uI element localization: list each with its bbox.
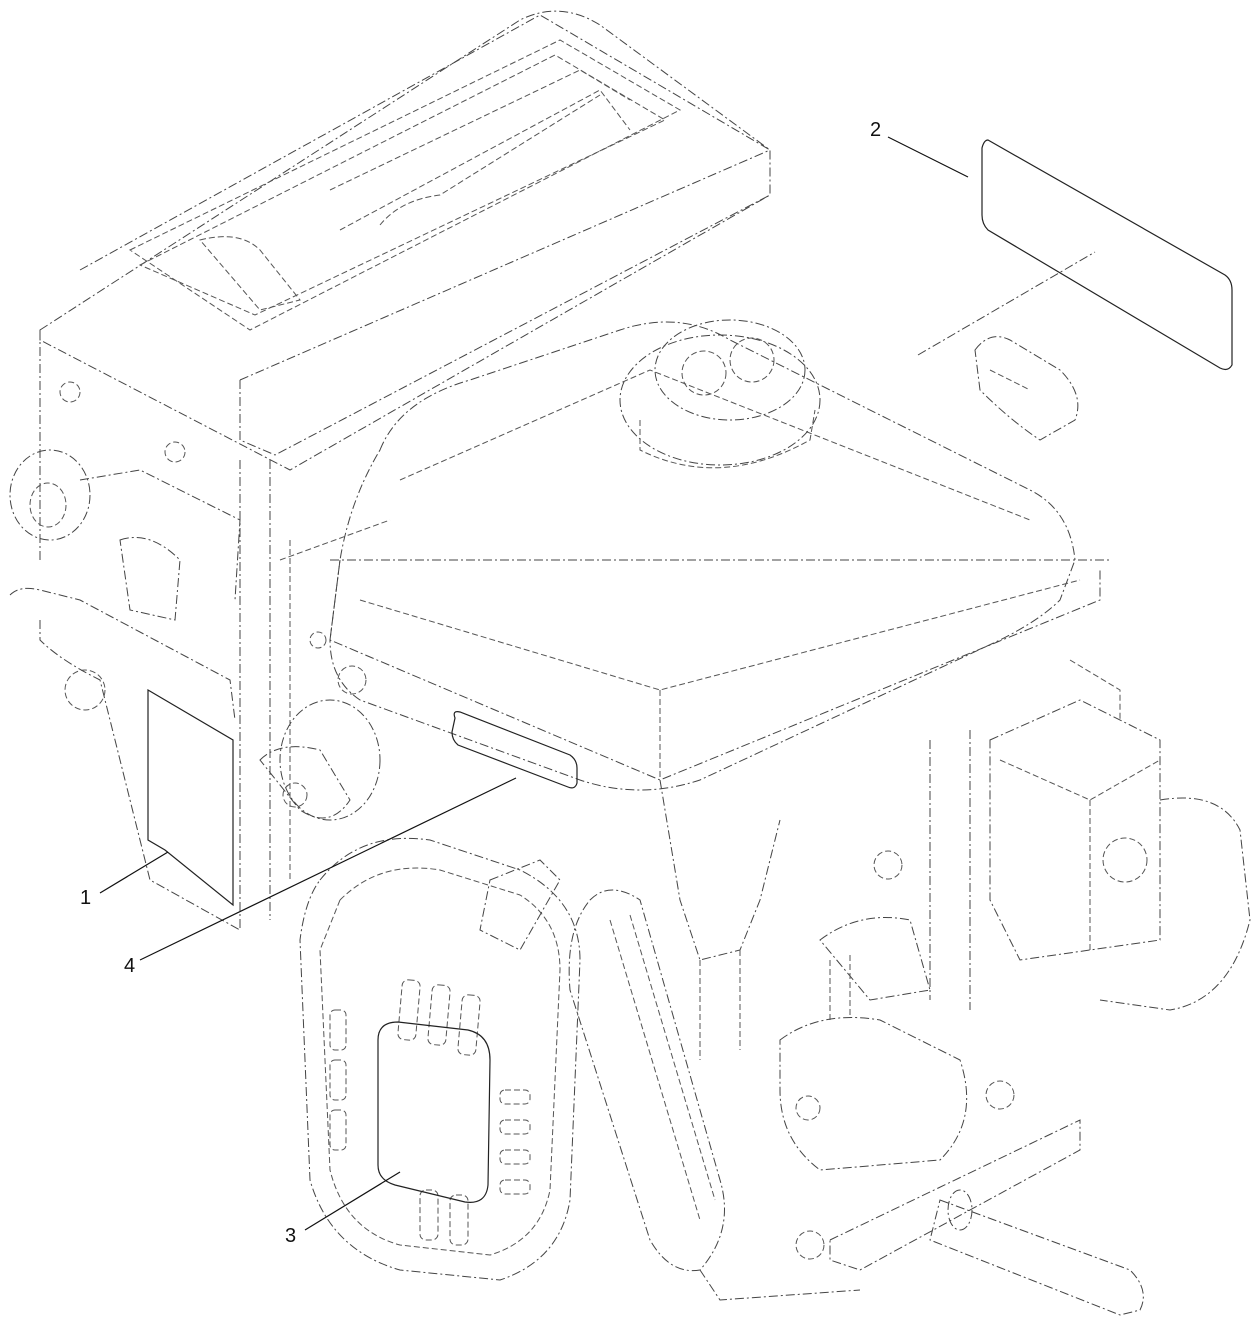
oil-filler-knob [974,336,1079,441]
callout-1: 1 [80,887,92,909]
leader-line-2-projection [917,251,1096,356]
leader-lines [99,136,1096,1231]
decal-4 [451,711,578,789]
crankshaft [699,1119,1144,1316]
fuel-tank [329,321,1110,791]
carburetor [779,699,1251,1171]
engine-shroud [39,10,771,930]
recoil-handle [479,859,725,1272]
leader-line-3 [304,1171,401,1231]
callout-4: 4 [124,955,136,977]
callout-3: 3 [285,1225,297,1247]
decal-1 [147,688,234,907]
fuel-cap [619,319,821,469]
leader-line-1 [99,851,169,894]
decal-2 [981,139,1233,371]
recoil-starter [299,837,581,1281]
engine-block [279,519,1121,1060]
leader-line-2 [887,136,969,178]
throttle-knob [9,381,241,931]
leader-line-4 [139,777,517,961]
choke-knob [259,631,381,821]
callout-2: 2 [870,119,882,141]
